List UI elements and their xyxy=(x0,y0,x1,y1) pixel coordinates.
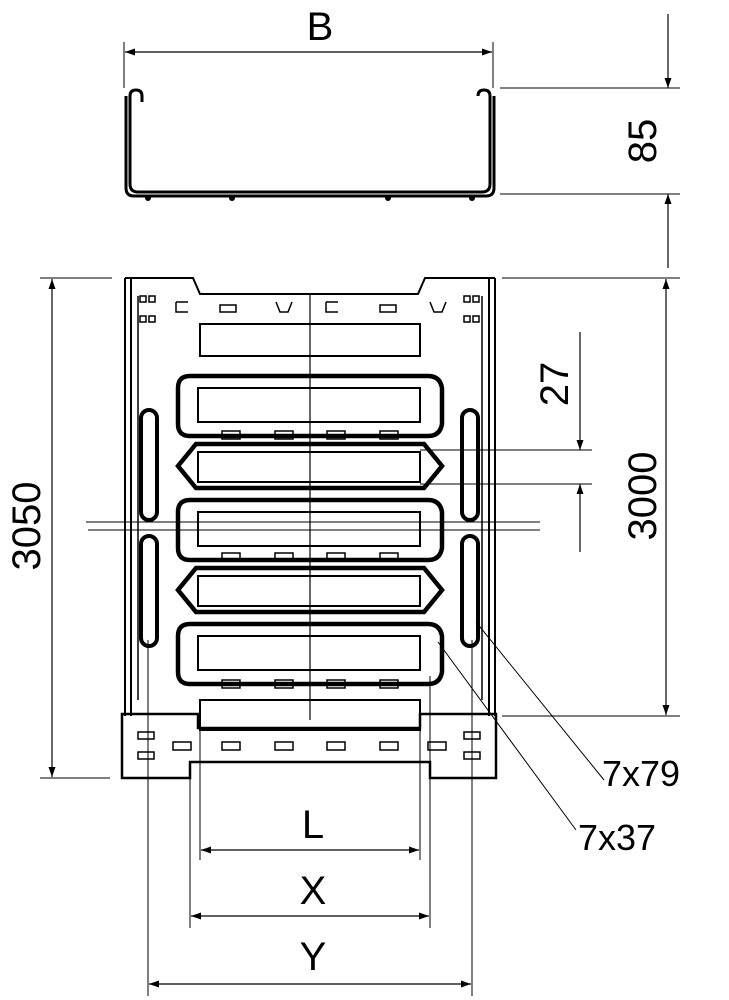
long-slots xyxy=(175,373,445,687)
label-short-slot: 7x37 xyxy=(578,817,656,858)
tray-profile xyxy=(124,88,496,198)
label-height-85: 85 xyxy=(621,119,665,164)
label-dim-x: X xyxy=(300,869,327,913)
label-long-slot: 7x79 xyxy=(602,753,680,794)
label-width-b: B xyxy=(307,5,334,49)
label-total-length: 3050 xyxy=(5,482,49,571)
label-hole-pitch: 27 xyxy=(533,362,577,407)
side-slots xyxy=(139,408,480,648)
cross-section xyxy=(123,14,680,268)
leader-short-slot xyxy=(437,641,577,831)
plan-view xyxy=(40,277,680,996)
label-dim-y: Y xyxy=(300,935,327,979)
label-effective-length: 3000 xyxy=(621,452,665,541)
top-markings xyxy=(139,295,480,323)
profile-feet xyxy=(145,195,475,201)
connector-plate xyxy=(120,712,498,780)
label-dim-l: L xyxy=(302,803,324,847)
leader-long-slot xyxy=(475,621,605,781)
pointed-slots xyxy=(175,441,445,615)
